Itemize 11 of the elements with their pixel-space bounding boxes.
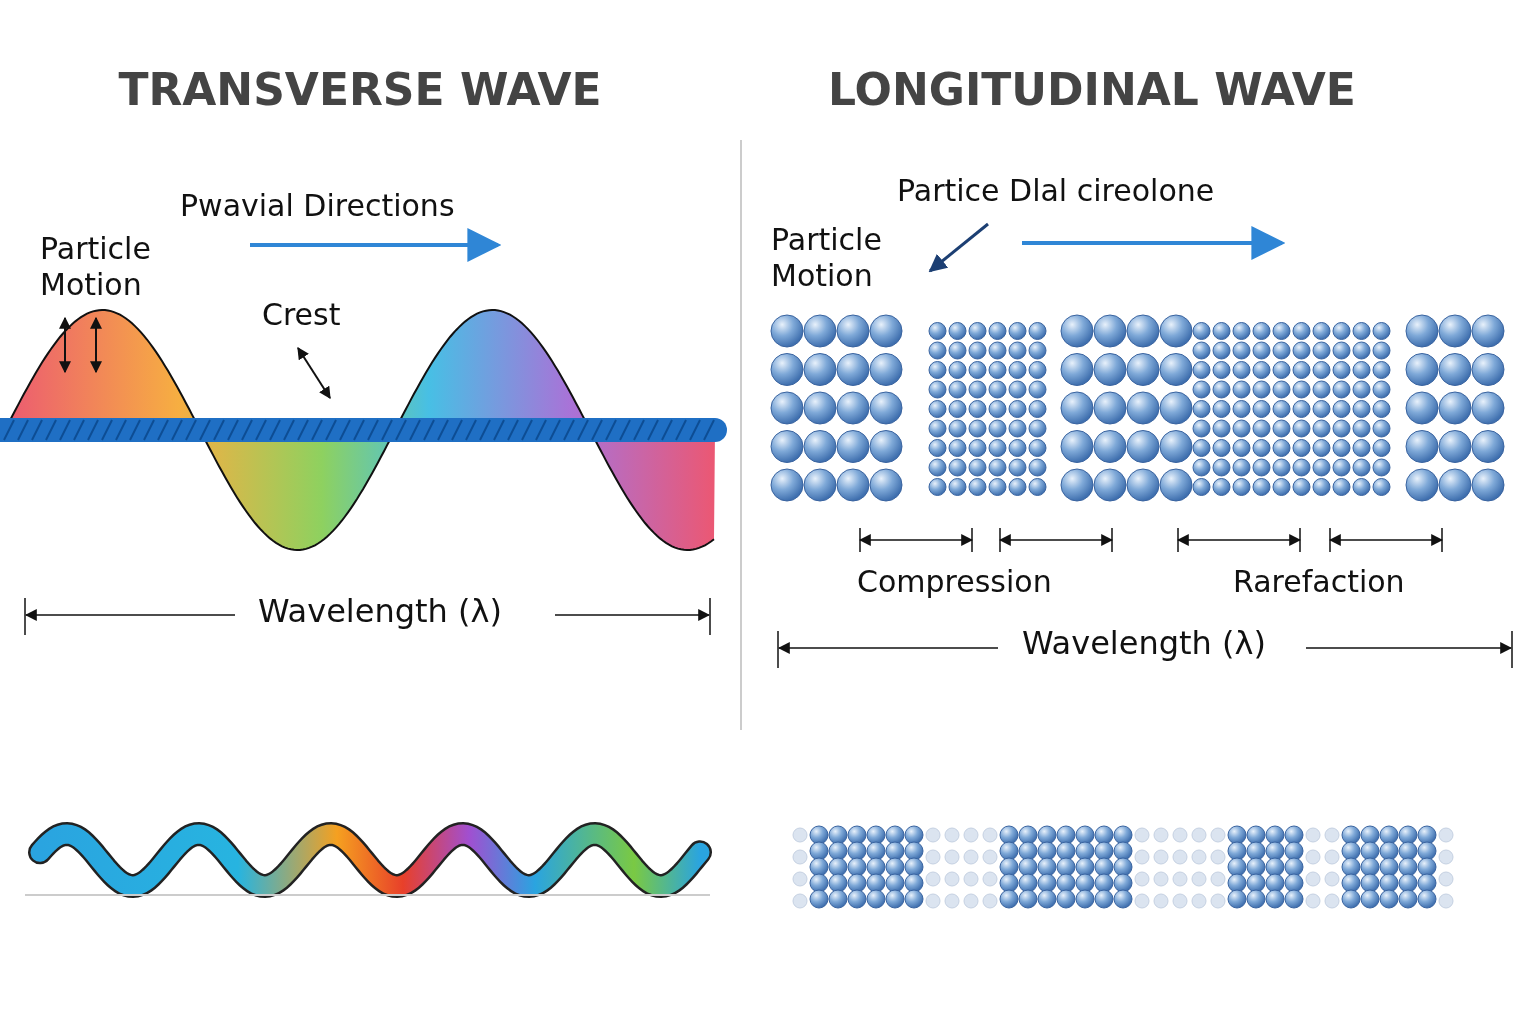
annotation-label: Pwavial Directions: [180, 188, 455, 224]
annotation-label: Particle Motion: [771, 222, 883, 294]
annotation-label: Crest: [262, 297, 341, 333]
annotation-label: Particle Motion: [40, 231, 152, 303]
annotation-label: Rarefaction: [1233, 564, 1405, 600]
dimension-label: Wavelength (λ): [1022, 624, 1266, 663]
annotation-label: Compression: [857, 564, 1052, 600]
annotation-label: Partice Dlal cireolone: [897, 173, 1215, 209]
dimension-label: Wavelength (λ): [258, 592, 502, 631]
heading: TRANSVERSE WAVE: [117, 64, 603, 117]
heading: LONGITUDINAL WAVE: [827, 64, 1357, 117]
